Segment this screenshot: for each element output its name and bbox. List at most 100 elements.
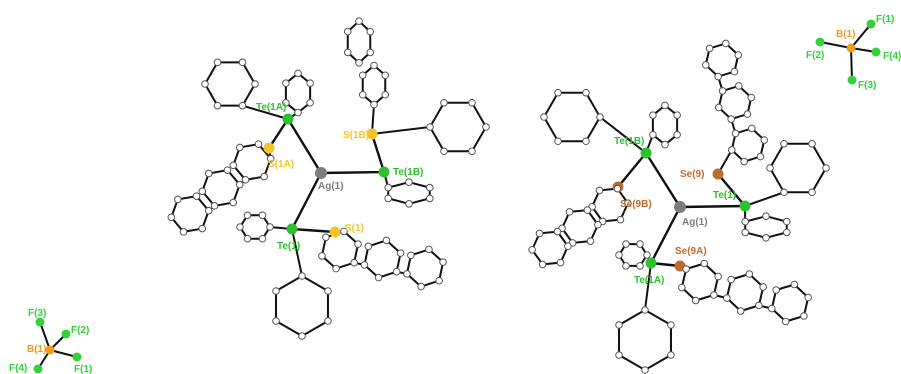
atom-c-109 (673, 131, 681, 139)
bond-144 (811, 167, 827, 194)
atom-c-129 (808, 188, 816, 197)
atom-c-136 (705, 44, 714, 53)
bond-77 (275, 275, 303, 292)
bond-2 (290, 171, 323, 231)
atom-c-112 (613, 184, 622, 193)
atom-c-43 (355, 59, 363, 67)
bond-80 (301, 320, 329, 337)
bond-215 (819, 41, 852, 49)
atom-ag-91 (674, 201, 686, 213)
bond-191 (644, 354, 672, 371)
atom-c-176 (755, 301, 763, 310)
atom-se-95 (712, 168, 724, 180)
atom-c-7 (251, 80, 259, 88)
atom-c-84 (396, 249, 405, 257)
atom-c-21 (254, 140, 263, 148)
atom-f-189 (866, 19, 876, 29)
atom-f-192 (871, 47, 881, 57)
label-right-te1b: Te(1B) (614, 136, 644, 147)
atom-te-94 (645, 257, 657, 269)
atom-c-152 (762, 234, 770, 242)
atom-c-135 (701, 61, 710, 69)
atom-c-178 (723, 294, 731, 302)
bond-146 (769, 167, 785, 194)
atom-c-46 (355, 17, 363, 26)
atom-c-73 (350, 258, 358, 267)
bond-6 (241, 83, 256, 107)
atom-c-53 (381, 71, 390, 80)
atom-c-159 (636, 262, 644, 270)
atom-c-106 (649, 111, 657, 119)
atom-c-102 (554, 88, 562, 97)
atom-c-184 (768, 304, 776, 313)
bond-106 (616, 151, 648, 189)
atom-c-27 (223, 166, 232, 174)
atom-c-156 (782, 217, 791, 226)
bond-78 (301, 275, 329, 292)
atom-f-197 (72, 352, 82, 362)
bond-221 (49, 349, 78, 358)
atom-f-195 (61, 329, 71, 339)
atom-c-37 (482, 123, 490, 131)
atom-c-162 (622, 240, 630, 248)
atom-c-82 (364, 242, 373, 251)
label-right-se9a: Se(9A) (675, 246, 707, 257)
atom-c-182 (800, 312, 808, 320)
atom-c-99 (582, 137, 590, 146)
atom-c-163 (636, 240, 644, 248)
bond-104 (678, 204, 747, 209)
bond-112 (543, 91, 559, 118)
atom-c-12 (238, 58, 247, 67)
atom-c-180 (745, 270, 754, 278)
atom-c-111 (595, 186, 604, 195)
atom-te-1 (282, 113, 294, 125)
bond-105 (649, 205, 682, 265)
atom-c-69 (272, 287, 280, 295)
atom-c-38 (468, 147, 476, 156)
atom-c-177 (736, 307, 745, 315)
atom-c-15 (282, 79, 290, 87)
bond-8 (204, 83, 219, 107)
bond-149 (811, 142, 827, 169)
atom-c-81 (360, 261, 369, 269)
atom-c-50 (358, 90, 367, 99)
atom-c-174 (700, 259, 709, 268)
labels-layer: Ag(1) Te(1A) Te(1B) Te(1) S(1A) S(1B) S(… (9, 14, 901, 374)
atom-s-4 (263, 142, 275, 154)
atom-c-175 (714, 272, 722, 281)
atom-c-168 (667, 321, 675, 329)
atom-c-40 (426, 123, 434, 131)
atom-c-138 (734, 51, 743, 59)
label-tr-b1: B(1) (836, 29, 855, 40)
atom-c-25 (198, 187, 207, 196)
atom-c-145 (743, 110, 752, 118)
atom-c-11 (213, 58, 222, 67)
atom-c-181 (759, 283, 767, 291)
atom-c-114 (616, 215, 625, 224)
atom-c-77 (340, 227, 348, 236)
label-left-s1: S(1) (345, 223, 364, 234)
atom-c-48 (366, 48, 375, 57)
atom-c-101 (540, 113, 548, 121)
atom-c-28 (235, 180, 244, 189)
atom-c-19 (229, 161, 238, 170)
atom-c-18 (306, 99, 314, 107)
label-left-s1a: S(1A) (268, 159, 294, 170)
label-bl-f3: F(3) (28, 308, 46, 319)
atom-c-132 (780, 139, 788, 148)
label-right-te1a: Te(1A) (634, 275, 664, 286)
atom-c-179 (727, 275, 735, 284)
bond-81 (291, 228, 303, 277)
atom-c-149 (748, 124, 756, 133)
atom-c-39 (440, 147, 448, 156)
atom-c-147 (727, 146, 736, 154)
atom-c-74 (332, 264, 340, 273)
label-tr-f3: F(3) (858, 80, 876, 91)
atom-c-100 (554, 137, 562, 146)
atom-c-16 (294, 69, 302, 78)
atom-c-33 (192, 192, 201, 200)
atom-c-170 (710, 291, 718, 299)
atom-c-65 (243, 211, 252, 220)
bond-216 (850, 47, 853, 81)
label-left-te1a: Te(1A) (256, 102, 286, 113)
